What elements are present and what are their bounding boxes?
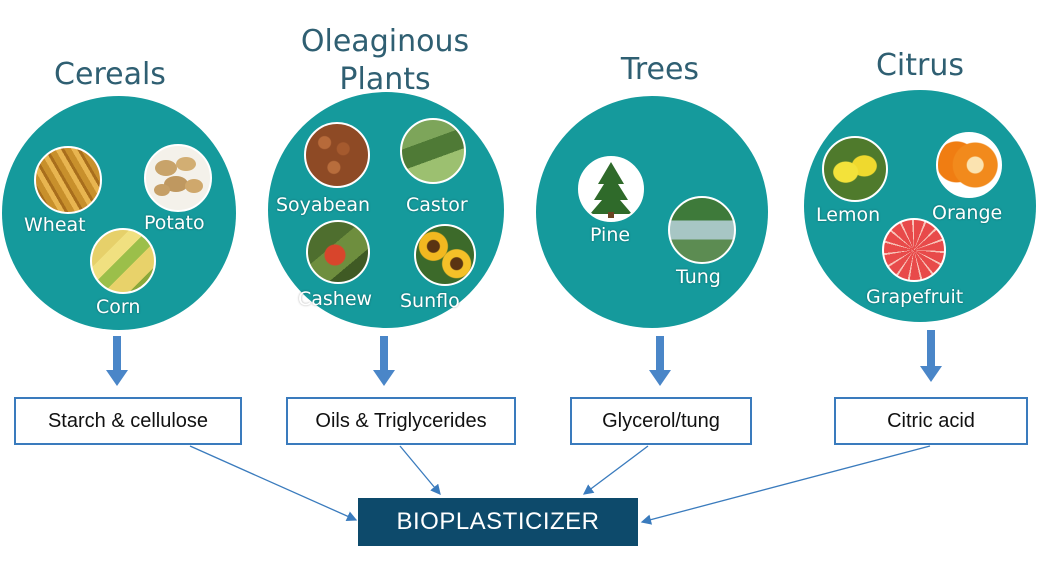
title-citrus: Citrus [875,48,965,83]
castor-image [400,118,466,184]
circle-trees: Pine Tung [536,96,768,328]
link-arrow-glycerol [582,445,649,495]
lemon-image [822,136,888,202]
label-orange: Orange [932,202,1003,224]
down-arrow-trees [649,336,671,386]
product-citric-acid: Citric acid [834,397,1028,445]
title-oleaginous-line2: Plants [339,62,431,97]
wheat-image [34,146,102,214]
label-sunflower: Sunflo [400,290,460,312]
circle-oleaginous: Soyabean Castor Cashew Sunflo [268,92,504,328]
down-arrow-cereals [106,336,128,386]
label-soyabean: Soyabean [276,194,371,216]
potato-image [144,144,212,212]
label-grapefruit: Grapefruit [866,286,964,308]
circle-citrus: Lemon Orange Grapefruit [804,90,1036,322]
title-cereals: Cereals [54,57,166,92]
cashew-image [306,220,370,284]
orange-image [936,132,1002,198]
soyabean-image [304,122,370,188]
title-trees: Trees [620,52,700,87]
product-starch-cellulose: Starch & cellulose [14,397,242,445]
link-arrow-citric [640,445,931,525]
down-arrow-oleaginous [373,336,395,386]
circle-cereals: Wheat Potato Corn [2,96,236,330]
label-lemon: Lemon [816,204,881,226]
label-pine: Pine [590,224,631,246]
corn-image [90,228,156,294]
product-glycerol-tung: Glycerol/tung [570,397,752,445]
label-tung: Tung [676,266,721,288]
down-arrow-citrus [920,330,942,382]
label-cashew: Cashew [298,288,373,310]
link-arrow-starch [189,445,358,522]
result-bioplasticizer: BIOPLASTICIZER [358,498,638,546]
label-corn: Corn [96,296,141,318]
label-potato: Potato [144,212,205,234]
product-oils-triglycerides: Oils & Triglycerides [286,397,516,445]
grapefruit-image [882,218,946,282]
label-castor: Castor [406,194,468,216]
title-oleaginous-line1: Oleaginous [300,24,470,59]
link-arrow-oils [399,445,441,495]
sunflower-image [414,224,476,286]
pine-image [578,156,644,222]
tung-image [668,196,736,264]
label-wheat: Wheat [24,214,86,236]
